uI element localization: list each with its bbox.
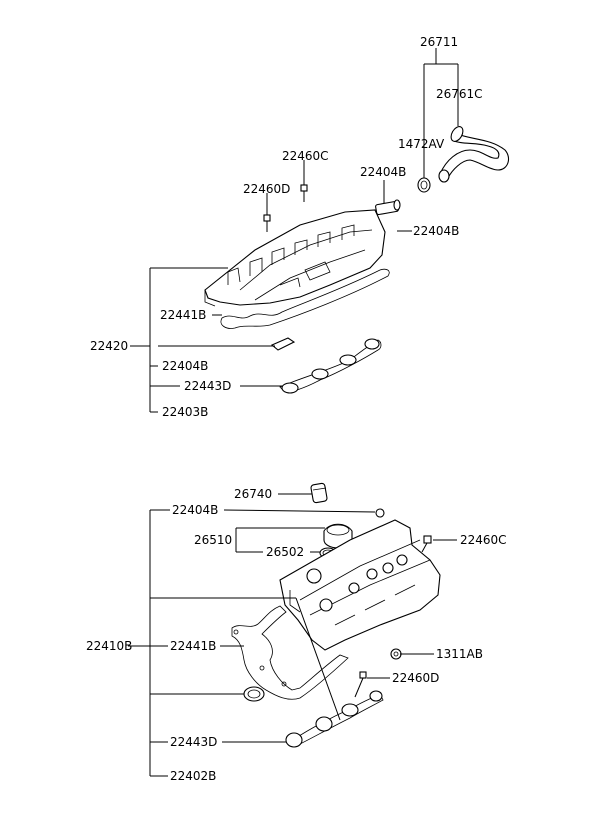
label-22441B-upper: 22441B — [160, 308, 206, 322]
label-26711: 26711 — [420, 35, 458, 49]
bolt-22460D — [263, 214, 271, 232]
label-22460D-lower: 22460D — [392, 671, 439, 685]
label-22420: 22420 — [90, 339, 128, 353]
seal-ring-lower — [243, 686, 265, 702]
label-22404B-bolt: 22404B — [360, 165, 406, 179]
gasket-22441B — [220, 268, 390, 329]
label-22460C-upper: 22460C — [282, 149, 329, 163]
label-22460D-upper: 22460D — [243, 182, 290, 196]
label-1472AV: 1472AV — [398, 137, 445, 151]
label-22404B-lower: 22404B — [172, 503, 218, 517]
label-26510: 26510 — [194, 533, 232, 547]
valve-cover-22420 — [204, 209, 386, 307]
pcv-valve-26740 — [310, 482, 328, 504]
label-22443D-lower: 22443D — [170, 735, 217, 749]
pipe-22404B — [375, 199, 401, 216]
label-26761C: 26761C — [436, 87, 483, 101]
bolt-22460C-lower — [421, 535, 432, 553]
label-22402B: 22402B — [170, 769, 216, 783]
label-22441B-lower: 22441B — [170, 639, 216, 653]
bolt-22460D-lower — [354, 671, 367, 698]
label-26502: 26502 — [266, 545, 304, 559]
label-22460C-lower: 22460C — [460, 533, 507, 547]
label-1311AB: 1311AB — [436, 647, 483, 661]
bolt-22460C — [300, 184, 308, 202]
gasket-22441B-lower — [231, 605, 349, 700]
plug-seals-22443D — [279, 338, 382, 394]
clamp-1472AV — [417, 177, 431, 193]
label-22404B-pipe: 22404B — [413, 224, 459, 238]
breather-hose-26711 — [438, 126, 510, 183]
upper-assembly: 26711 26761C 1472AV 22460C 22404B 22460D… — [90, 35, 510, 419]
label-22403B: 22403B — [162, 405, 208, 419]
seal-22404B — [270, 337, 296, 351]
label-26740: 26740 — [234, 487, 272, 501]
plug-seals-22443D-lower — [285, 690, 384, 748]
nut-1311AB — [390, 648, 402, 660]
label-22443D-upper: 22443D — [184, 379, 231, 393]
valve-cover-22410B — [279, 519, 441, 651]
fitting-22404B-lower — [375, 508, 385, 518]
lower-assembly: 26740 22404B 26510 26502 22460C 22410B 2… — [86, 482, 507, 783]
label-22410B: 22410B — [86, 639, 132, 653]
upper-leaders — [130, 48, 459, 413]
label-22404B-list: 22404B — [162, 359, 208, 373]
lower-leaders — [128, 493, 457, 777]
